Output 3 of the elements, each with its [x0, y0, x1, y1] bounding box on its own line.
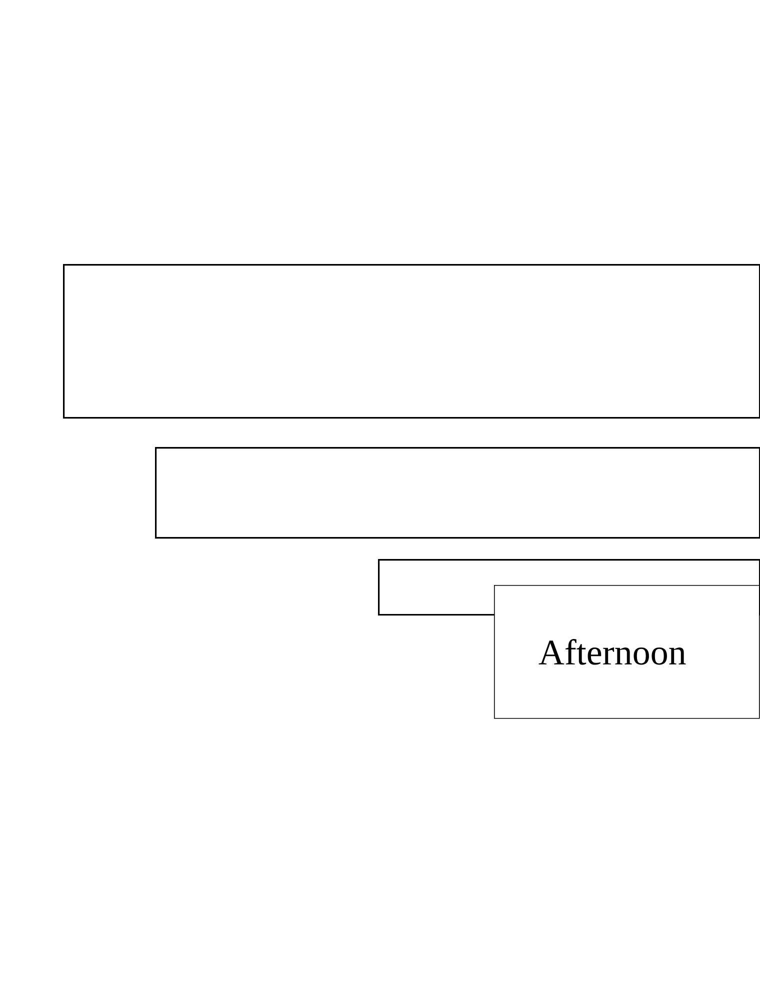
text-box: Afternoon — [494, 585, 760, 719]
empty-box — [155, 447, 760, 539]
empty-box — [63, 264, 760, 419]
